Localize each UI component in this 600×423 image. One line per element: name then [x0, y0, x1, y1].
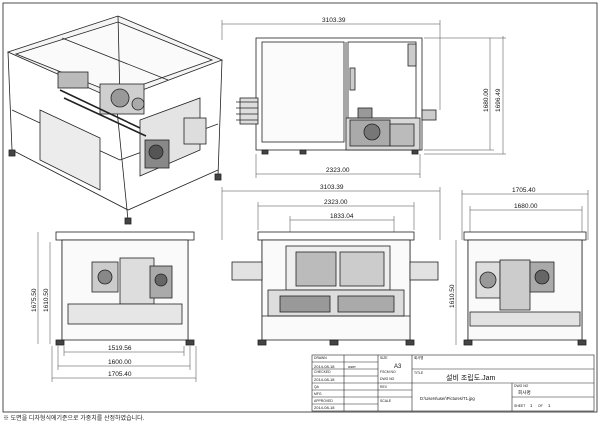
tb-qa-label: QA [314, 385, 320, 389]
tb-mfg-label: MFG [314, 392, 322, 396]
tb-rev-label: REV [380, 385, 388, 389]
tb-sheet-value: 1 [530, 403, 533, 408]
sheet-border [2, 2, 598, 413]
side-view-dimensions [455, 190, 589, 345]
dim-left-w1: 1519.56 [108, 345, 132, 352]
dim-front-inner: 2323.00 [324, 199, 348, 206]
tb-checked-label: CHECKED [314, 370, 331, 374]
title-block [311, 354, 595, 412]
dim-front-width: 3103.39 [320, 184, 344, 191]
tb-company-value: 회사명 [518, 389, 531, 396]
dim-left-w3: 1705.40 [108, 371, 132, 378]
tb-fscm-label: FSCM NO [380, 370, 396, 374]
footnote: ※ 도면을 디자형식에기준으로 가중치를 산정하였습니다. [3, 416, 145, 422]
left-view-dimensions [37, 232, 197, 382]
tb-dwg-label: DWG NO [380, 377, 395, 381]
dim-left-height-inner: 1610.50 [43, 288, 50, 312]
tb-drawn-date: 2014-08-18 [314, 364, 335, 369]
front-view [231, 231, 439, 346]
tb-size-label: SIZE [380, 356, 388, 360]
top-view [236, 37, 437, 155]
tb-title-label: TITLE [414, 371, 424, 375]
tb-drawn-user: user [348, 364, 356, 369]
tb-approved-date: 2014-08-18 [314, 405, 335, 410]
tb-of-label: OF [538, 404, 543, 408]
dim-left-w2: 1600.00 [108, 359, 132, 366]
tb-checked-date: 2014-08-18 [314, 377, 335, 382]
tb-scale-label: SCALE [380, 399, 392, 403]
side-view [463, 231, 587, 346]
tb-title-value: 설비 조립도.Jam [446, 373, 495, 382]
tb-of-value: 1 [548, 403, 551, 408]
tb-dwg-label-right: DWG NO [514, 384, 529, 388]
dim-top-height-outer: 1696.49 [495, 88, 502, 112]
front-view-dimensions [221, 187, 441, 240]
left-view [55, 231, 195, 346]
tb-company-label: 회사명 [414, 355, 423, 360]
top-view-dimensions [221, 20, 506, 178]
dim-left-height-outer: 1675.50 [31, 288, 38, 312]
dim-side-inner: 1680.00 [514, 203, 538, 210]
dim-side-width: 1705.40 [512, 187, 536, 194]
tb-size-value: A3 [394, 364, 402, 370]
tb-sheet-label: SHEET [514, 404, 525, 408]
tb-drawn-label: DRAWN [314, 356, 327, 360]
tb-approved-label: APPROVED [314, 399, 333, 403]
dim-front-mid: 1833.04 [330, 213, 354, 220]
isometric-view [6, 15, 224, 225]
dim-top-height-inner: 1680.00 [483, 88, 490, 112]
dim-top-base: 2323.00 [326, 167, 350, 174]
dim-side-height: 1610.50 [449, 284, 456, 308]
tb-filepath: D:\Users\user\Pictures\T1.jpg [420, 396, 475, 401]
dim-top-width: 3103.39 [322, 17, 346, 24]
